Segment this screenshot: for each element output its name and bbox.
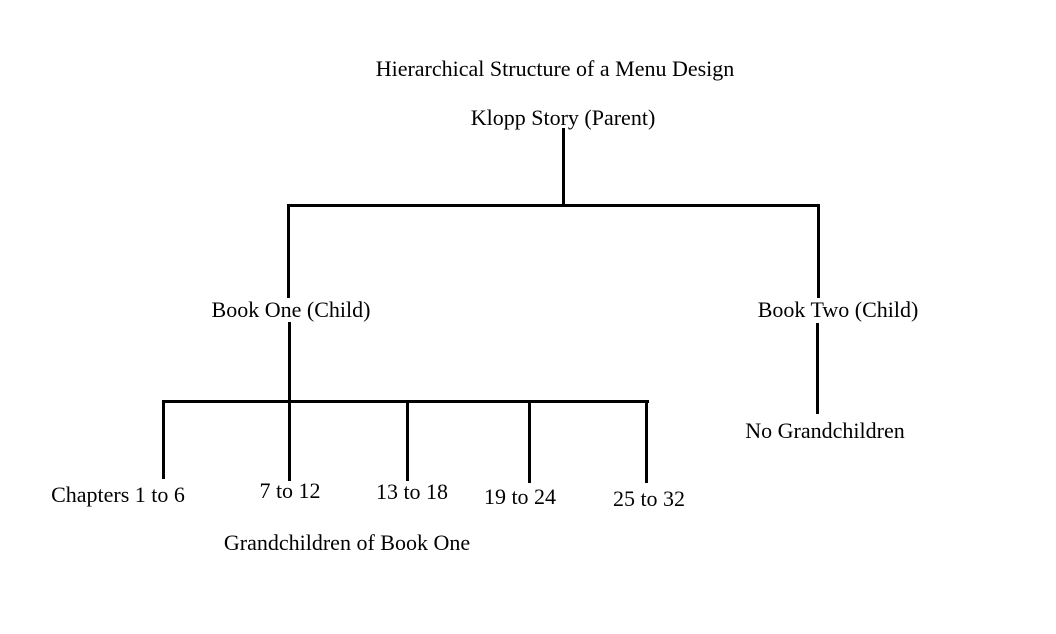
grandchild-tick-line-2	[406, 400, 409, 481]
root-stem-line	[562, 128, 565, 206]
grandchild-label-0: Chapters 1 to 6	[51, 482, 185, 507]
grandchild-label-3: 19 to 24	[483, 484, 557, 509]
book-one-stem-line	[288, 322, 291, 403]
no-grandchildren-label: No Grandchildren	[745, 418, 905, 443]
grandchild-label-1: 7 to 12	[259, 478, 321, 503]
book-one-drop-line	[287, 204, 290, 298]
book-two-stem-line	[816, 323, 819, 414]
grandchild-label-4: 25 to 32	[612, 486, 686, 511]
grandchild-tick-line-0	[162, 400, 165, 479]
grandchild-tick-line-3	[528, 400, 531, 483]
level1-connector-line	[287, 204, 820, 207]
root-node-label: Klopp Story (Parent)	[470, 105, 656, 130]
grandchild-tick-line-4	[645, 400, 648, 483]
book-two-label: Book Two (Child)	[757, 297, 919, 322]
book-one-label: Book One (Child)	[211, 297, 371, 322]
grandchild-label-2: 13 to 18	[375, 479, 449, 504]
grandchild-tick-line-1	[288, 400, 291, 481]
grandchildren-caption: Grandchildren of Book One	[223, 530, 471, 555]
book-two-drop-line	[817, 204, 820, 298]
level2-connector-line	[162, 400, 649, 403]
diagram-title: Hierarchical Structure of a Menu Design	[375, 56, 735, 81]
